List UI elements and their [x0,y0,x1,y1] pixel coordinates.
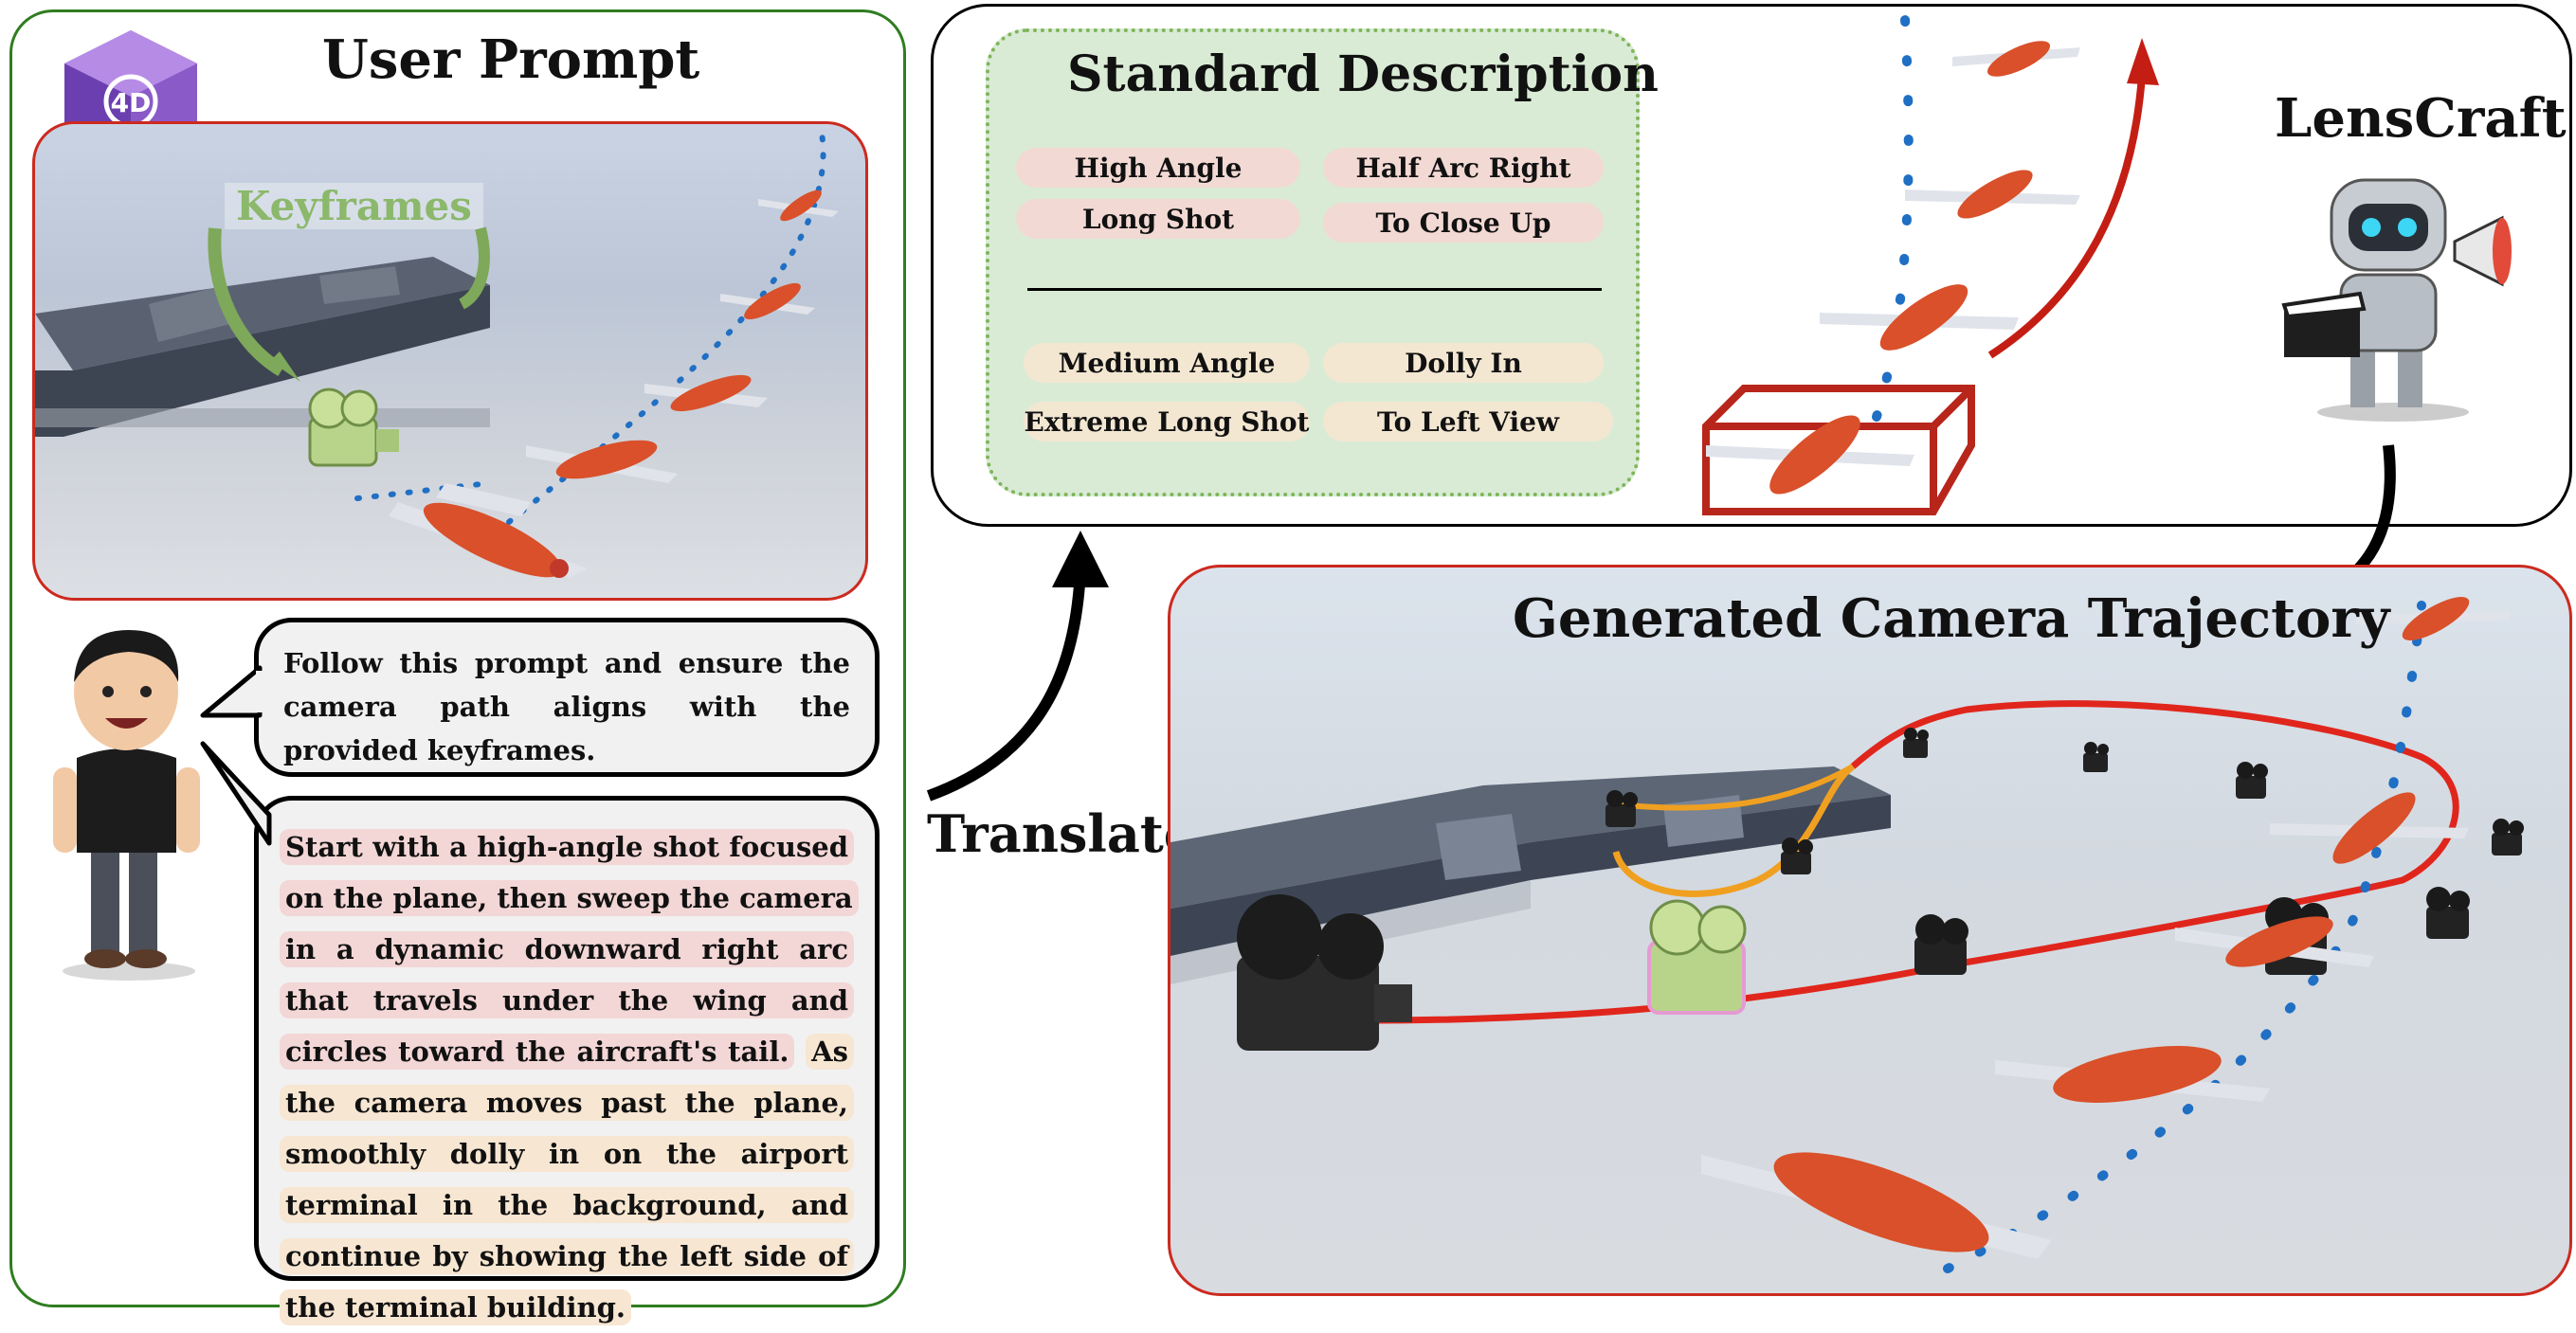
airplane-icon [526,440,678,483]
airplane-icon [1995,1046,2270,1103]
camera-icon [2426,887,2470,939]
keyframe-arrows [208,226,490,382]
airplane-icon [1905,170,2080,219]
descriptor-pill: To Left View [1323,402,1613,441]
generated-trajectory-title: Generated Camera Trajectory [1513,587,2390,650]
descriptor-pill: Dolly In [1323,343,1604,383]
descriptor-pill: Extreme Long Shot [1024,402,1310,441]
descriptor-pill: Long Shot [1016,199,1300,239]
airplane-icon [720,282,815,320]
airplane-icon [1701,1152,2052,1259]
camera-icon [2236,762,2268,799]
airplane-icon [2355,597,2512,640]
camera-icon [2492,819,2524,856]
standard-description-title: Standard Description [1067,45,1659,103]
translate-arrow [926,531,1109,802]
plane-arc-illustration [1702,14,2159,515]
descriptor-pill: Medium Angle [1024,343,1310,383]
lenscraft-panel [931,4,2572,527]
megaphone-icon [2453,215,2512,287]
cube-badge-text: 4D [111,87,152,118]
instruction-bubble-tail [200,665,267,718]
description-bubble: Start with a high-angle shot focused on … [254,796,880,1325]
generated-trajectory-scene [1168,565,2572,1296]
airplane-icon [644,374,768,412]
camera-icon [1903,728,1929,758]
clapperboard-icon [2281,291,2367,357]
airplane-icon [389,483,588,578]
airplane-icon [758,189,839,222]
lenscraft-title: LensCraft [2275,87,2567,150]
user-prompt-title: User Prompt [322,28,700,91]
camera-icon [1914,914,1968,975]
airplane-icon [1820,284,2019,351]
keyframe-scene: Keyframes [32,121,868,601]
instruction-text: Follow this prompt and ensure the camera… [283,647,850,766]
descriptor-divider [1027,288,1602,291]
descriptor-pill: High Angle [1016,148,1300,188]
description-highlight-red: Start with a high-angle shot focused on … [280,829,859,1070]
camera-icon [1605,790,1638,827]
camera-icon [2083,742,2109,772]
description-highlight-yellow: As the camera moves past the plane, smoo… [280,1034,854,1325]
translate-label: Translate [927,803,1197,864]
instruction-bubble: Follow this prompt and ensure the camera… [254,618,880,777]
camera-icon [308,387,399,467]
descriptor-pill: To Close Up [1323,203,1604,243]
description-bubble-tail [200,741,272,846]
airplane-icon [1952,41,2080,77]
keyframes-label: Keyframes [225,183,483,229]
camera-icon [1647,899,1747,1015]
camera-icon [1237,894,1412,1051]
user-avatar-icon [53,630,200,981]
camera-icon [1781,838,1813,874]
airplane-icon [2270,792,2469,864]
airplane-icon [2175,916,2374,967]
descriptor-pill: Half Arc Right [1323,148,1604,188]
airplane-icon [1706,415,1914,495]
